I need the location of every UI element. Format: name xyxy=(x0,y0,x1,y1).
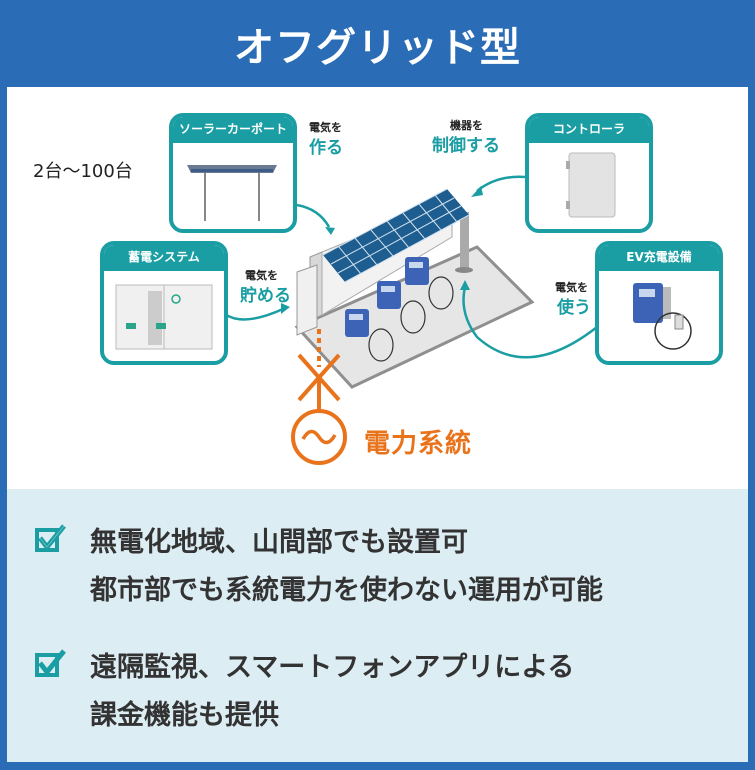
ev-charger-units xyxy=(345,257,454,362)
feature-line: 遠隔監視、スマートフォンアプリによる xyxy=(90,652,575,683)
action-small-label: 機器を xyxy=(450,119,483,132)
card-ev-charger: EV充電設備 xyxy=(595,241,723,365)
action-small-label: 電気を xyxy=(245,269,278,282)
content-panel: 2台〜100台 xyxy=(7,87,748,762)
feature-line: 課金機能も提供 xyxy=(90,700,279,731)
card-controller: コントローラ xyxy=(525,113,653,233)
grid-connection xyxy=(291,329,347,465)
checkbox-checked-icon xyxy=(35,649,66,677)
action-big-label: 使う xyxy=(557,298,591,318)
arrow-storage-to-site xyxy=(224,307,284,321)
page-title: オフグリッド型 xyxy=(234,24,521,71)
feature-line: 都市部でも系統電力を使わない運用が可能 xyxy=(90,575,603,606)
arrow-solar-to-site xyxy=(296,203,331,228)
arrow-controller-to-site xyxy=(476,175,526,192)
ac-source-icon xyxy=(291,409,347,465)
arrow-site-to-ev xyxy=(462,286,598,359)
action-small-label: 電気を xyxy=(309,121,342,134)
card-title: EV充電設備 xyxy=(599,245,719,271)
action-big-label: 貯める xyxy=(240,286,291,306)
feature-list: 無電化地域、山間部でも設置可 都市部でも系統電力を使わない運用が可能 遠隔監視、… xyxy=(7,489,748,762)
card-title: 蓄電システム xyxy=(104,245,224,271)
action-small-label: 電気を xyxy=(555,281,588,294)
action-big-label: 制御する xyxy=(432,136,500,156)
card-storage-system: 蓄電システム xyxy=(100,241,228,365)
unit-count-label: 2台〜100台 xyxy=(33,161,133,182)
power-grid-label: 電力系統 xyxy=(364,429,473,459)
diagram-illustration xyxy=(224,175,598,465)
action-big-label: 作る xyxy=(309,138,343,158)
checkbox-checked-icon xyxy=(35,524,66,552)
feature-item: 無電化地域、山間部でも設置可 都市部でも系統電力を使わない運用が可能 xyxy=(34,519,603,615)
header: オフグリッド型 xyxy=(0,0,755,87)
feature-line: 無電化地域、山間部でも設置可 xyxy=(90,527,468,558)
feature-item: 遠隔監視、スマートフォンアプリによる 課金機能も提供 xyxy=(34,644,574,740)
card-title: コントローラ xyxy=(529,117,649,143)
card-solar-carport: ソーラーカーポート xyxy=(169,113,297,233)
solar-panel-array xyxy=(323,189,469,282)
card-title: ソーラーカーポート xyxy=(173,117,293,143)
system-diagram: 2台〜100台 xyxy=(7,87,748,487)
